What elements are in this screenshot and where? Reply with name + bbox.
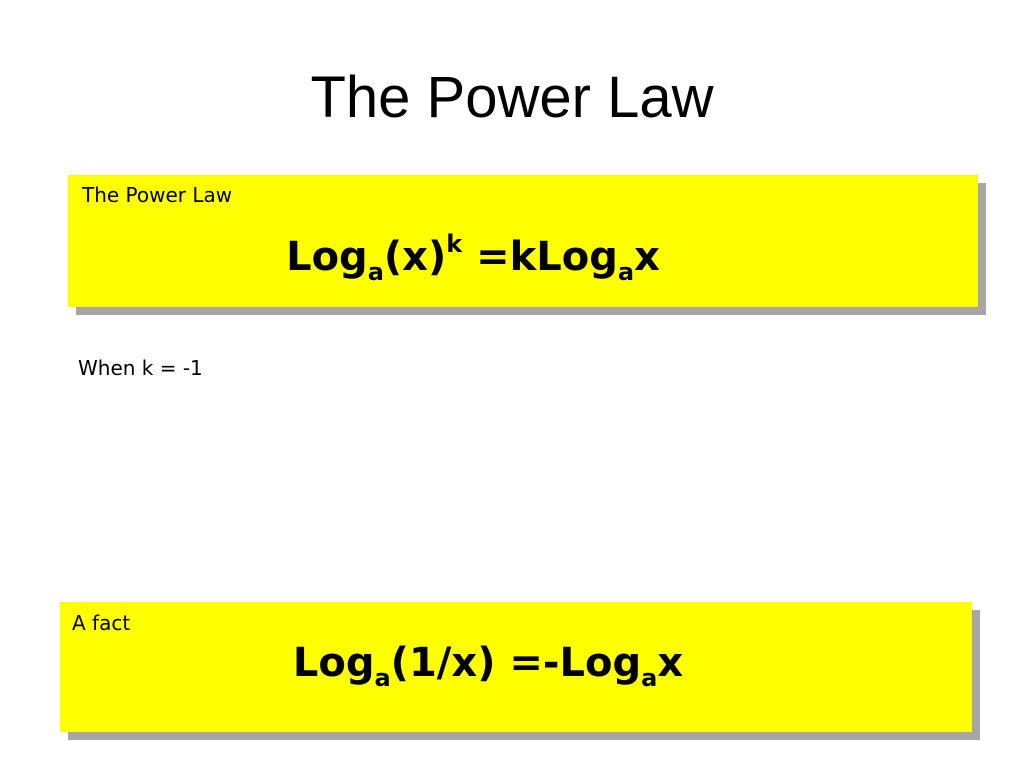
- formula-base-subscript: a: [367, 258, 384, 286]
- formula-log: Log: [292, 640, 375, 686]
- formula-variable: x: [657, 640, 684, 686]
- power-law-box: The Power Law Loga(x)k =kLogax: [68, 175, 978, 307]
- formula-argument-equals: (1/x) =-Log: [390, 640, 642, 686]
- condition-note: When k = -1: [78, 356, 203, 380]
- formula-argument: (x): [383, 234, 447, 280]
- power-law-box-label: The Power Law: [82, 183, 233, 207]
- formula-base-subscript: a: [374, 664, 391, 692]
- power-law-formula: Loga(x)k =kLogax: [18, 219, 928, 297]
- fact-box: A fact Loga(1/x) =-Logax: [60, 602, 972, 732]
- formula-log: Log: [286, 234, 368, 280]
- formula-base-subscript-2: a: [617, 258, 635, 286]
- fact-formula: Loga(1/x) =-Logax: [32, 638, 944, 703]
- formula-base-subscript-2: a: [641, 664, 658, 692]
- formula-exponent: k: [446, 230, 463, 258]
- formula-equals-log: =kLog: [462, 234, 618, 280]
- slide-title: The Power Law: [310, 65, 714, 130]
- formula-variable: x: [634, 234, 660, 280]
- fact-box-label: A fact: [72, 611, 131, 635]
